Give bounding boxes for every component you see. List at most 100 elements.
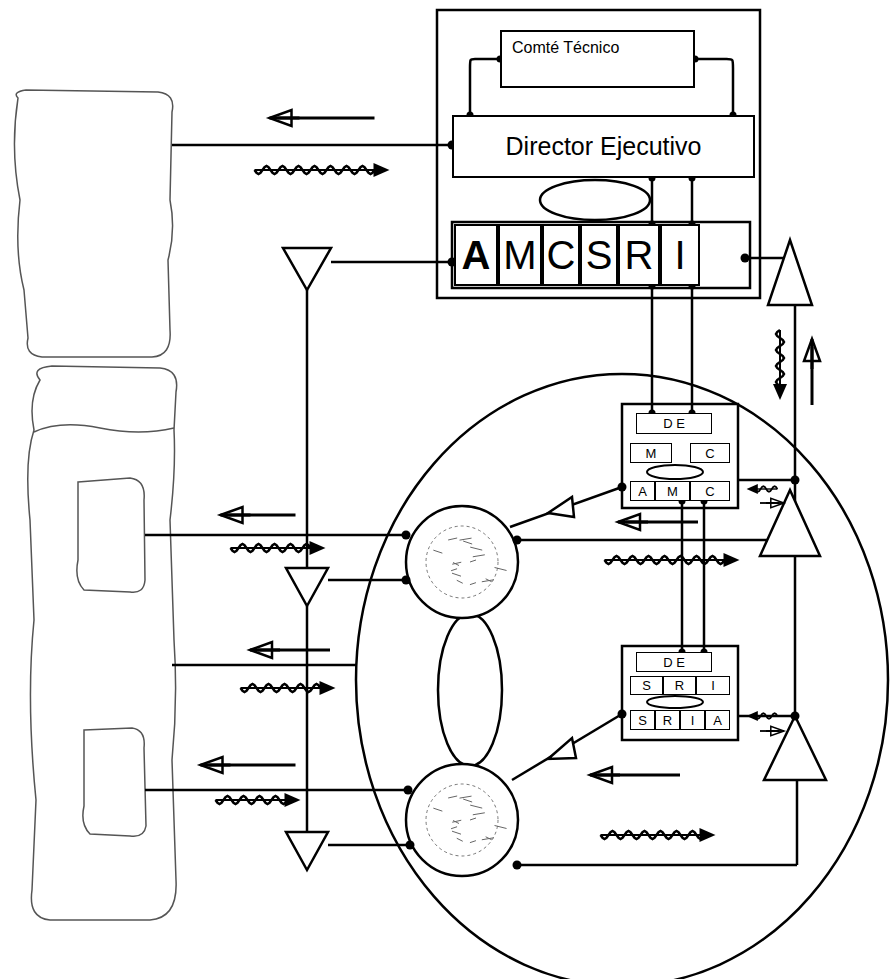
function-cell: M	[630, 443, 672, 463]
function-cell: S	[630, 710, 655, 730]
foramen	[83, 728, 146, 836]
sketch-stroke	[482, 580, 494, 582]
node-label: I	[711, 679, 715, 692]
vertebra-upper	[14, 90, 172, 357]
connector	[691, 286, 694, 413]
operation-circle	[406, 506, 518, 618]
executive-frame	[437, 10, 760, 298]
function-row-frame	[452, 222, 750, 288]
sketch-stroke	[433, 808, 442, 811]
inner-sketch	[426, 526, 498, 598]
function-cell: S	[580, 224, 618, 286]
arrow-shaft	[779, 330, 781, 390]
function-cell: S	[630, 676, 663, 695]
node-label: I	[674, 235, 685, 275]
sketch-stroke	[463, 799, 472, 802]
connector-group	[649, 283, 656, 417]
connector-group	[692, 56, 737, 119]
neuron-triangle	[286, 832, 328, 870]
junction-dot	[513, 861, 522, 870]
connector-group	[649, 175, 656, 228]
node-label: R	[663, 714, 672, 727]
node-label: D E	[663, 417, 685, 430]
arrow-shaft	[255, 169, 380, 171]
junction-dot	[618, 483, 627, 492]
wire	[331, 261, 452, 264]
arrow-shaft	[618, 521, 698, 524]
sketch-stroke	[457, 580, 463, 583]
sketch-stroke	[470, 560, 476, 562]
node-label: S	[642, 679, 651, 692]
arrow-head	[320, 681, 336, 695]
wire	[796, 780, 799, 865]
hollow-arrow	[221, 507, 296, 523]
operation-circle	[406, 764, 518, 876]
connector	[691, 178, 694, 224]
neuron-triangle	[286, 568, 328, 606]
hollow-arrow	[760, 726, 784, 736]
sketch-stroke	[453, 821, 459, 824]
connector-group	[679, 498, 686, 656]
node-label: R	[675, 679, 684, 692]
junction-dot	[406, 841, 415, 850]
wire	[145, 534, 406, 537]
arrow-shaft	[811, 347, 814, 369]
function-cell: A	[454, 224, 498, 286]
function-cell: M	[655, 481, 690, 501]
connector-group	[689, 283, 696, 417]
executive-box: Director Ejecutivo	[452, 115, 755, 178]
neuron-triangle	[760, 490, 820, 556]
wire	[172, 664, 356, 667]
function-cell: C	[690, 443, 730, 463]
arrow-shaft	[229, 514, 251, 517]
function-cell: A	[705, 710, 730, 730]
junction-dot	[741, 254, 750, 263]
arrow-shaft	[201, 764, 296, 767]
arrow-head	[747, 711, 758, 721]
arrow-head	[700, 828, 716, 842]
arrow-head	[747, 484, 758, 494]
arrow-shaft	[598, 774, 620, 777]
arrow-shaft	[241, 687, 326, 689]
function-cell: R	[618, 224, 660, 286]
wavy-arrow	[773, 330, 787, 400]
hollow-arrow	[201, 757, 296, 773]
arrow-shaft	[221, 514, 296, 517]
wavy-arrow	[601, 828, 716, 842]
junction-dot	[402, 531, 411, 540]
sketch-stroke	[453, 563, 459, 566]
sketch-stroke	[495, 825, 507, 828]
arrow-shaft	[590, 774, 680, 777]
sketch-stroke	[452, 573, 461, 576]
hollow-arrow	[804, 339, 820, 405]
neuron-triangle	[764, 716, 826, 780]
node-label: C	[705, 485, 714, 498]
wire	[145, 789, 408, 792]
node-label: A	[638, 485, 647, 498]
function-cell: R	[655, 710, 680, 730]
junction-dot	[404, 786, 413, 795]
link-oval	[540, 180, 650, 220]
sketch-stroke	[470, 805, 482, 808]
node-label: D E	[663, 656, 685, 669]
connector-group	[701, 498, 708, 656]
arrow-shaft	[278, 117, 300, 120]
arrow-head	[724, 553, 740, 567]
connector	[681, 501, 684, 652]
sketch-stroke	[460, 796, 472, 798]
wire	[306, 290, 309, 568]
sketch-stroke	[482, 838, 494, 840]
junction-dot	[618, 710, 627, 719]
link-triangle	[548, 497, 574, 517]
wire	[517, 539, 768, 542]
arrow-shaft	[209, 764, 231, 767]
arrow-head	[773, 384, 787, 400]
wavy-arrow	[231, 541, 326, 555]
node-label: S	[638, 714, 647, 727]
function-cell: I	[680, 710, 705, 730]
wire	[328, 579, 406, 582]
node-label: C	[705, 447, 714, 460]
